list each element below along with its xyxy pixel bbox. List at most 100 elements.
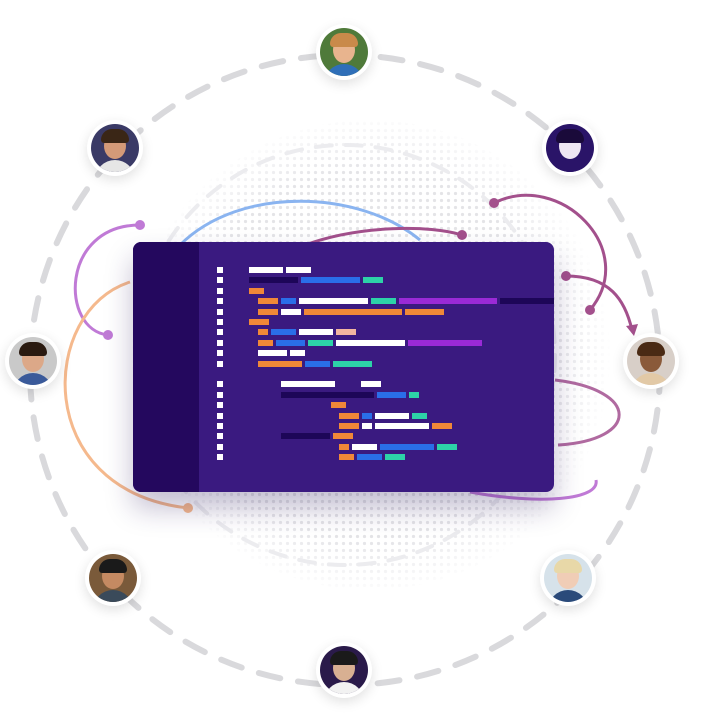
code-token xyxy=(258,329,268,335)
avatar-photo xyxy=(9,337,57,385)
link-curve-magenta xyxy=(304,226,463,247)
line-marker xyxy=(217,350,223,356)
code-token xyxy=(271,329,296,335)
code-token xyxy=(336,329,356,335)
line-marker xyxy=(217,340,223,346)
code-token xyxy=(357,454,382,460)
code-token xyxy=(258,340,273,346)
line-marker xyxy=(217,267,223,273)
avatar-photo xyxy=(91,124,139,172)
code-editor-window xyxy=(133,242,554,492)
code-token xyxy=(408,340,482,346)
code-token xyxy=(258,350,287,356)
code-token xyxy=(331,402,346,408)
code-token xyxy=(276,340,305,346)
avatar-photo xyxy=(320,28,368,76)
code-token xyxy=(258,361,302,367)
avatar-photo xyxy=(544,554,592,602)
code-token xyxy=(333,433,353,439)
code-token xyxy=(301,277,360,283)
code-token xyxy=(339,413,359,419)
avatar-top xyxy=(316,24,372,80)
avatar-bottom-right xyxy=(540,550,596,606)
arrowhead xyxy=(626,324,638,336)
code-token xyxy=(299,329,333,335)
editor-gutter xyxy=(133,242,199,492)
line-marker xyxy=(217,361,223,367)
code-token xyxy=(249,288,264,294)
code-token xyxy=(371,298,396,304)
avatar-top-right xyxy=(542,120,598,176)
code-token xyxy=(281,392,374,398)
line-marker xyxy=(217,454,223,460)
code-token xyxy=(362,413,372,419)
line-marker xyxy=(217,309,223,315)
link-node-violet-top xyxy=(135,220,145,230)
avatar-right xyxy=(623,333,679,389)
line-marker xyxy=(217,423,223,429)
code-token xyxy=(339,444,349,450)
code-token xyxy=(249,319,269,325)
line-marker xyxy=(217,444,223,450)
code-token xyxy=(385,454,405,460)
link-curve-right-upper xyxy=(493,193,608,311)
code-token xyxy=(339,423,359,429)
code-token xyxy=(258,298,278,304)
code-token xyxy=(281,309,301,315)
code-token xyxy=(249,277,298,283)
code-token xyxy=(281,298,296,304)
link-node-right-upper xyxy=(489,198,499,208)
code-token xyxy=(437,444,457,450)
code-token xyxy=(362,423,372,429)
link-curve-violet-left xyxy=(73,223,141,337)
code-token xyxy=(299,298,368,304)
avatar-top-left xyxy=(87,120,143,176)
line-marker xyxy=(217,329,223,335)
line-marker xyxy=(217,402,223,408)
code-token xyxy=(405,309,444,315)
code-token xyxy=(375,413,409,419)
link-curve-blue xyxy=(178,199,421,247)
line-marker xyxy=(217,288,223,294)
line-marker xyxy=(217,433,223,439)
line-marker xyxy=(217,319,223,325)
avatar-photo xyxy=(89,554,137,602)
code-token xyxy=(375,423,429,429)
avatar-photo xyxy=(320,646,368,694)
line-marker xyxy=(217,392,223,398)
code-token xyxy=(380,444,434,450)
code-token xyxy=(377,392,406,398)
code-token xyxy=(304,309,402,315)
code-token xyxy=(333,361,372,367)
avatar-photo xyxy=(627,337,675,385)
code-token xyxy=(336,340,405,346)
code-token xyxy=(281,433,330,439)
code-token xyxy=(500,298,554,304)
code-token xyxy=(308,340,333,346)
code-token xyxy=(399,298,497,304)
line-marker xyxy=(217,413,223,419)
link-node-right-arrow xyxy=(561,271,571,281)
link-curve-right-arrow xyxy=(565,274,634,331)
line-marker xyxy=(217,277,223,283)
code-token xyxy=(249,267,283,273)
code-token xyxy=(339,454,354,460)
avatar-photo xyxy=(546,124,594,172)
link-curve-peach xyxy=(63,280,189,510)
link-node-magenta xyxy=(457,230,467,240)
code-token xyxy=(363,277,383,283)
code-token xyxy=(409,392,419,398)
line-marker xyxy=(217,381,223,387)
avatar-bottom xyxy=(316,642,372,698)
link-node-right-lower xyxy=(585,305,595,315)
line-marker xyxy=(217,298,223,304)
code-token xyxy=(305,361,330,367)
code-token xyxy=(258,309,278,315)
avatar-left xyxy=(5,333,61,389)
code-token xyxy=(432,423,452,429)
avatar-bottom-left xyxy=(85,550,141,606)
link-curve-right-loop xyxy=(554,378,621,447)
code-token xyxy=(361,381,381,387)
link-node-violet-bottom xyxy=(103,330,113,340)
